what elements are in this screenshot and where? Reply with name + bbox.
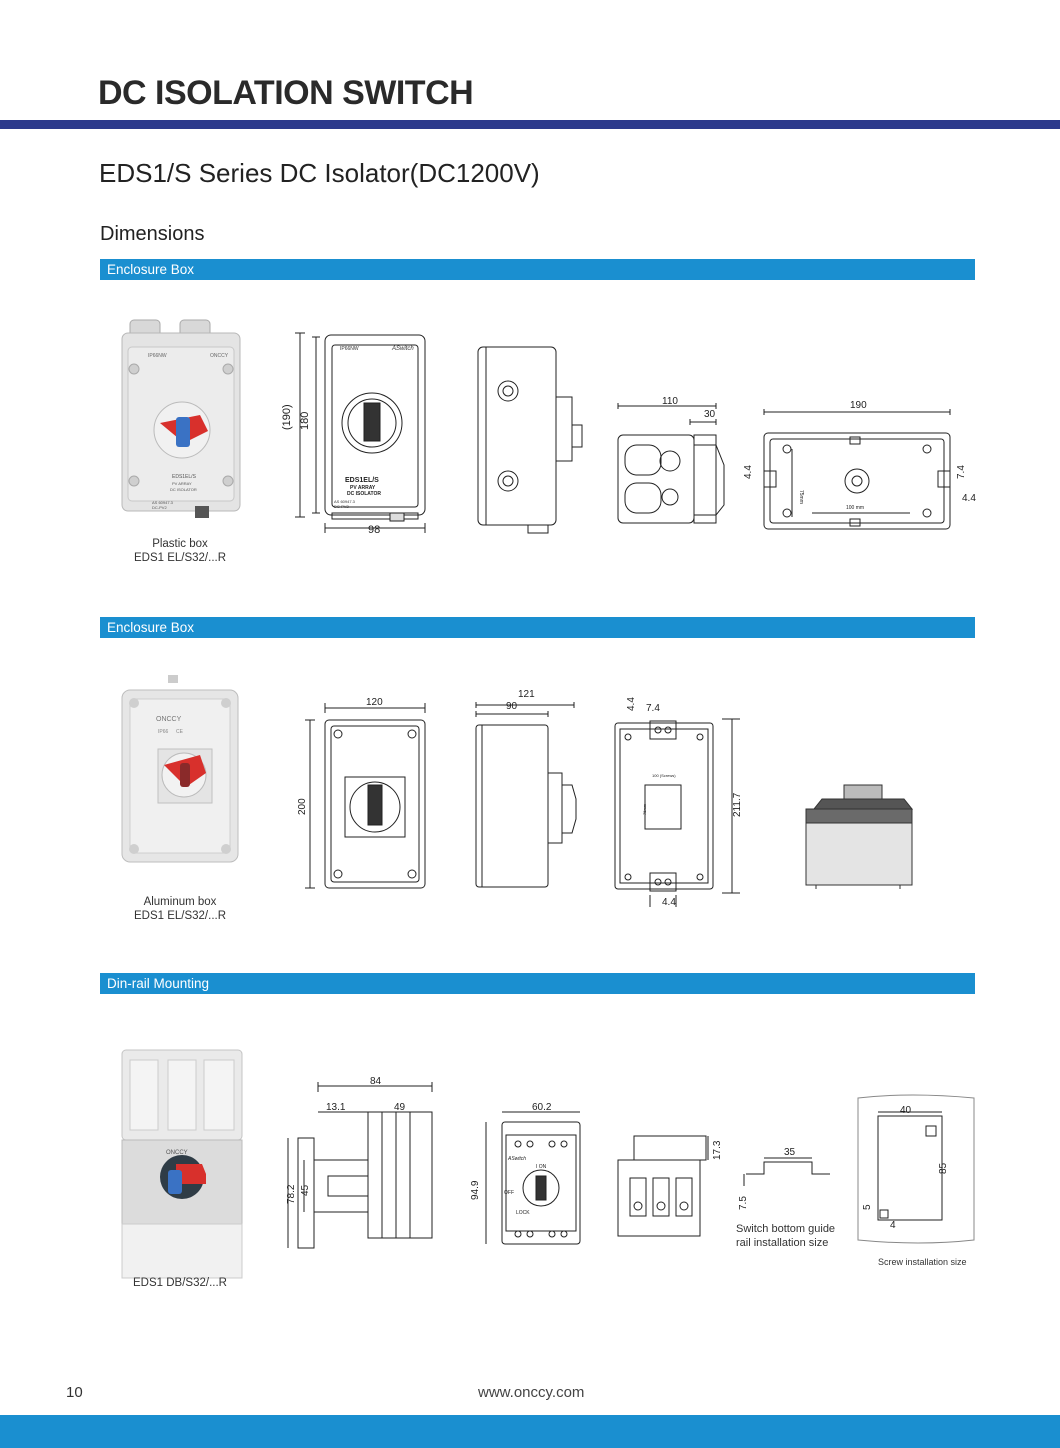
aluminum-dim-inner1: 100 (Screws): [652, 773, 676, 778]
dinrail-dim-a: 13.1: [326, 1102, 346, 1113]
plastic-dim-length: 190: [850, 400, 867, 411]
aluminum-photo-brand: ONCCY: [156, 716, 182, 723]
plastic-caption: Plastic box EDS1 EL/S32/...R: [120, 537, 240, 565]
plastic-back-drawing: [763, 409, 951, 530]
plastic-front-brand: ASwitch: [391, 346, 414, 352]
screw-dim-s5: 5: [862, 1204, 873, 1210]
aluminum-box-figures: ONCCY IP66 CE 120 200 121 90 4.4: [121, 675, 914, 908]
dinrail-switch-off: OFF: [504, 1190, 514, 1196]
screw-install-drawing: [857, 1094, 975, 1244]
dinrail-switch-brand: ASwitch: [507, 1156, 526, 1162]
section-band-aluminum: Enclosure Box: [100, 617, 975, 638]
dinrail-switch-on: I ON: [536, 1164, 547, 1170]
plastic-photo-brand: ONCCY: [210, 353, 229, 359]
dinrail-photo: ONCCY: [121, 1049, 243, 1279]
dinrail-dim-total: 84: [370, 1076, 382, 1087]
plastic-dim-inner-h: 75mm: [798, 490, 804, 504]
plastic-front-code: AS 60947.3: [334, 499, 356, 504]
plastic-caption-type: Plastic box: [152, 538, 208, 550]
screw-dim-s4: 4: [890, 1220, 896, 1231]
aluminum-caption-model: EDS1 EL/S32/...R: [133, 910, 227, 922]
plastic-dim-height: 180: [299, 412, 311, 430]
aluminum-dim-s2: 7.4: [646, 703, 660, 714]
aluminum-dim-inner2: 75mm: [642, 803, 647, 815]
page-title: DC ISOLATION SWITCH: [98, 74, 474, 112]
dinrail-photo-brand: ONCCY: [166, 1150, 188, 1156]
plastic-box-figures: IP66NW ONCCY EDS1EL/S PV ARRAY DC ISOLAT…: [121, 319, 976, 536]
plastic-caption-model: EDS1 EL/S32/...R: [133, 552, 227, 564]
aluminum-photo-rating: IP66: [158, 729, 169, 735]
dinrail-switch-lock: LOCK: [516, 1210, 530, 1216]
plastic-top-drawing: [617, 403, 725, 524]
plastic-dim-width: 98: [368, 524, 380, 536]
aluminum-front-drawing: [305, 703, 426, 889]
plastic-dim-depth: 110: [662, 396, 678, 407]
plastic-photo-code: AS 60947.3: [152, 500, 174, 505]
plastic-front-rating: IP66NW: [340, 346, 359, 352]
aluminum-dim-depth-total: 121: [518, 689, 535, 700]
title-rule: [0, 120, 1060, 129]
plastic-photo-model: EDS1EL/S: [172, 474, 197, 480]
dinrail-dim-b: 49: [394, 1102, 406, 1113]
dinrail-dim-h1: 78.2: [286, 1184, 297, 1204]
din-rail-caption-line1: Switch bottom guide: [736, 1223, 835, 1235]
plastic-photo-line2: PV ARRAY: [172, 481, 192, 486]
aluminum-photo-mark: CE: [176, 729, 184, 735]
din-rail-profile: [743, 1157, 830, 1186]
aluminum-dim-s1: 4.4: [626, 697, 637, 711]
dinrail-figures: ONCCY 84 13.1 49 78.2 45 60.2 94.9 ASwit…: [121, 1049, 975, 1279]
dinrail-dim-width: 60.2: [532, 1102, 552, 1113]
plastic-photo-range: DC-PV2: [152, 505, 167, 510]
dinrail-dim-h3: 94.9: [470, 1180, 481, 1200]
screw-dim-height: 85: [938, 1162, 949, 1174]
aluminum-dim-width: 120: [366, 697, 383, 708]
section-band-plastic: Enclosure Box: [100, 259, 975, 280]
section-heading: Dimensions: [100, 223, 205, 245]
plastic-front-drawing: [295, 332, 426, 533]
plastic-side-drawing: [477, 346, 583, 534]
plastic-dim-offset: 30: [704, 409, 716, 420]
aluminum-caption-type: Aluminum box: [143, 896, 217, 908]
series-subtitle: EDS1/S Series DC Isolator(DC1200V): [99, 158, 540, 188]
section-band-dinrail: Din-rail Mounting: [100, 973, 975, 994]
screw-dim-width: 40: [900, 1105, 912, 1116]
aluminum-3d-view: [805, 784, 914, 889]
plastic-front-range: DC-PV2: [334, 504, 349, 509]
dinrail-front-drawing: [485, 1111, 581, 1245]
plastic-photo-rating: IP66NW: [148, 353, 167, 359]
aluminum-caption: Aluminum box EDS1 EL/S32/...R: [120, 895, 240, 923]
footer-url[interactable]: www.onccy.com: [478, 1384, 585, 1401]
plastic-dim-outer-height: (190): [281, 404, 293, 430]
aluminum-dim-depth: 90: [506, 701, 518, 712]
dinrail-dim-top: 17.3: [712, 1140, 723, 1160]
dinrail-dim-h2: 45: [300, 1184, 311, 1196]
aluminum-dim-s3: 4.4: [662, 897, 676, 908]
plastic-box-photo: IP66NW ONCCY EDS1EL/S PV ARRAY DC ISOLAT…: [121, 319, 241, 518]
din-rail-dim-width: 35: [784, 1147, 796, 1158]
dinrail-top-drawing: [617, 1135, 709, 1237]
plastic-front-model: EDS1EL/S: [345, 477, 379, 484]
plastic-dim-small2: 7.4: [956, 465, 967, 479]
din-rail-dim-height: 7.5: [738, 1196, 749, 1210]
aluminum-dim-height-total: 211.7: [732, 792, 743, 817]
aluminum-side-drawing: [475, 702, 577, 888]
plastic-front-line3: DC ISOLATOR: [347, 491, 381, 497]
footer-bar: [0, 1415, 1060, 1448]
aluminum-box-photo: ONCCY IP66 CE: [121, 675, 239, 863]
plastic-front-line2: PV ARRAY: [350, 485, 376, 491]
plastic-dim-small3: 4.4: [962, 493, 976, 504]
dinrail-side-drawing: [287, 1082, 433, 1249]
screw-install-caption: Screw installation size: [878, 1257, 967, 1267]
plastic-dim-inner-w: 100 mm: [846, 505, 864, 511]
page-number: 10: [66, 1384, 83, 1401]
aluminum-dim-height: 200: [297, 798, 308, 815]
plastic-dim-small1: 4.4: [743, 465, 754, 479]
aluminum-back-drawing: [614, 718, 740, 907]
plastic-photo-line3: DC ISOLATOR: [170, 487, 197, 492]
din-rail-caption-line2: rail installation size: [736, 1237, 828, 1249]
dinrail-caption: EDS1 DB/S32/...R: [133, 1277, 227, 1289]
